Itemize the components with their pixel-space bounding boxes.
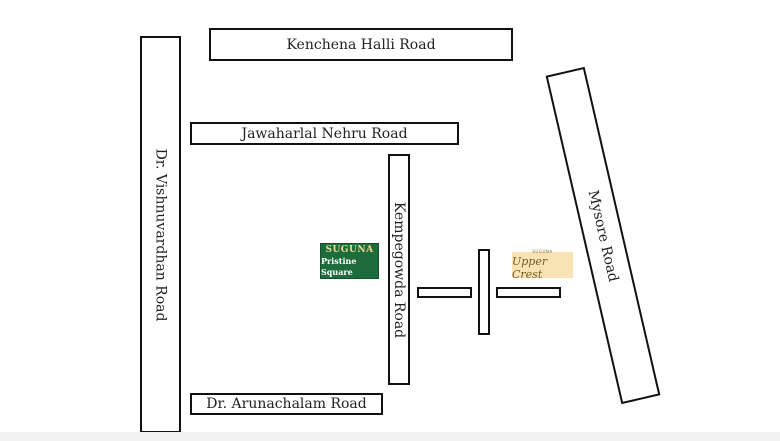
upper-crest-name: Upper Crest	[512, 255, 548, 281]
cross-street-north-south	[478, 249, 490, 335]
arunachalam-road: Dr. Arunachalam Road	[190, 393, 383, 415]
mysore-road-label: Mysore Road	[584, 188, 622, 283]
kempegowda-road-label: Kempegowda Road	[391, 201, 407, 338]
pristine-square-logo: SUGUNA Pristine Square	[320, 243, 379, 279]
kempegowda-road: Kempegowda Road	[388, 154, 410, 385]
pristine-square-brand: SUGUNA	[325, 244, 374, 255]
arunachalam-road-label: Dr. Arunachalam Road	[206, 396, 367, 412]
vishnuvardhan-road-label: Dr. Vishnuvardhan Road	[152, 148, 169, 321]
mysore-road: Mysore Road	[545, 66, 661, 405]
cross-street-east	[496, 287, 561, 298]
pristine-square-name: Pristine Square	[321, 255, 357, 277]
kenchena-halli-road-label: Kenchena Halli Road	[286, 36, 436, 53]
footer-strip	[0, 432, 780, 441]
jawaharlal-nehru-road: Jawaharlal Nehru Road	[190, 122, 459, 145]
jawaharlal-nehru-road-label: Jawaharlal Nehru Road	[241, 125, 408, 142]
vishnuvardhan-road: Dr. Vishnuvardhan Road	[140, 36, 181, 433]
upper-crest-brand: SUGUNA	[532, 249, 553, 254]
kenchena-halli-road: Kenchena Halli Road	[209, 28, 513, 61]
cross-street-west	[417, 287, 472, 298]
upper-crest-logo: SUGUNA Upper Crest	[512, 249, 573, 281]
